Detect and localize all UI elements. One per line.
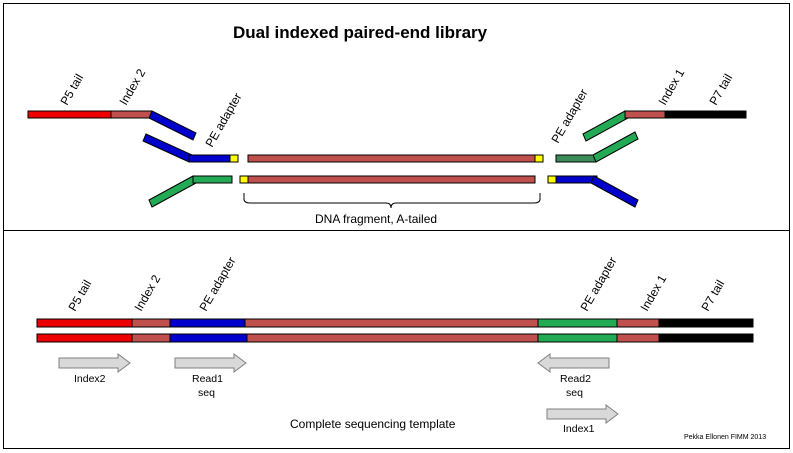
- index2-read-label: Index2: [74, 373, 106, 385]
- p5-tail-segment-top: [27, 110, 112, 119]
- pe-adapter-right-green-lower-arm: [592, 131, 639, 163]
- index1-segment-bottom-lower: [616, 333, 660, 343]
- p5-tail-label-top: P5 tail: [57, 72, 86, 108]
- index1-segment-top: [624, 110, 666, 119]
- p5-tail-segment-bottom-upper: [36, 318, 133, 328]
- pe-adapter-left-green-stem: [192, 175, 233, 184]
- insert-bottom-lower: [246, 333, 539, 343]
- p7-tail-segment-bottom-upper: [658, 318, 754, 328]
- read1-label-line2: seq: [198, 387, 215, 399]
- pe-adapter-right-bottom-lower: [537, 333, 618, 343]
- pe-adapter-label-bottom-left: PE adapter: [196, 254, 238, 313]
- pe-adapter-left-green-arm: [148, 175, 197, 208]
- index1-read-label: Index1: [563, 423, 595, 435]
- index2-segment-bottom-lower: [131, 333, 171, 343]
- read1-arrow: [174, 353, 247, 373]
- a-tail-fragment-top-right: [534, 154, 544, 163]
- dna-fragment-lower-strand: [247, 175, 536, 184]
- template-caption: Complete sequencing template: [290, 417, 456, 431]
- p5-tail-segment-bottom-lower: [36, 333, 133, 343]
- index2-segment-top: [110, 110, 153, 119]
- read2-label-line1: Read2: [560, 373, 591, 385]
- pe-adapter-right-blue-arm: [590, 175, 639, 208]
- bottom-panel: [3, 230, 790, 449]
- p7-tail-segment-bottom-lower: [658, 333, 754, 343]
- dna-fragment-upper-strand: [247, 154, 536, 163]
- index2-label-bottom: Index 2: [131, 272, 163, 313]
- p7-tail-label-bottom: P7 tail: [698, 278, 727, 314]
- p5-tail-label-bottom: P5 tail: [65, 278, 94, 314]
- pe-adapter-right-bottom-upper: [537, 318, 618, 328]
- pe-adapter-right-green-stem: [555, 154, 597, 163]
- pe-adapter-left-upper-arm: [148, 110, 197, 141]
- index2-read-arrow: [58, 353, 131, 373]
- pe-adapter-right-green-upper-arm: [582, 110, 629, 142]
- pe-adapter-right-blue-stem: [555, 175, 598, 184]
- index1-label-bottom: Index 1: [637, 272, 669, 313]
- p7-tail-label-top: P7 tail: [706, 72, 735, 108]
- diagram-title: Dual indexed paired-end library: [233, 23, 488, 42]
- pe-adapter-left-bottom-upper: [169, 318, 246, 328]
- pe-adapter-left-lower-arm: [142, 133, 193, 163]
- pe-adapter-left-upper-stem: [188, 154, 231, 163]
- fragment-label: DNA fragment, A-tailed: [315, 212, 437, 226]
- index1-read-arrow: [546, 404, 619, 424]
- read2-label-line2: seq: [566, 387, 583, 399]
- a-tail-left-upper: [229, 154, 239, 163]
- insert-bottom-upper: [244, 318, 539, 328]
- index2-segment-bottom-upper: [131, 318, 171, 328]
- read1-label-line1: Read1: [192, 373, 223, 385]
- index1-segment-bottom-upper: [616, 318, 660, 328]
- a-tail-fragment-bottom-left: [239, 175, 249, 184]
- index2-label-top: Index 2: [116, 66, 148, 107]
- credit: Pekka Ellonen FIMM 2013: [684, 434, 766, 441]
- pe-adapter-label-top-left: PE adapter: [202, 90, 244, 149]
- read2-arrow: [537, 353, 610, 373]
- pe-adapter-label-bottom-right: PE adapter: [577, 254, 619, 313]
- index1-label-top: Index 1: [655, 66, 687, 107]
- fragment-brace: [243, 193, 541, 209]
- a-tail-right-lower: [547, 175, 557, 184]
- p7-tail-segment-top: [664, 110, 747, 119]
- pe-adapter-left-bottom-lower: [169, 333, 248, 343]
